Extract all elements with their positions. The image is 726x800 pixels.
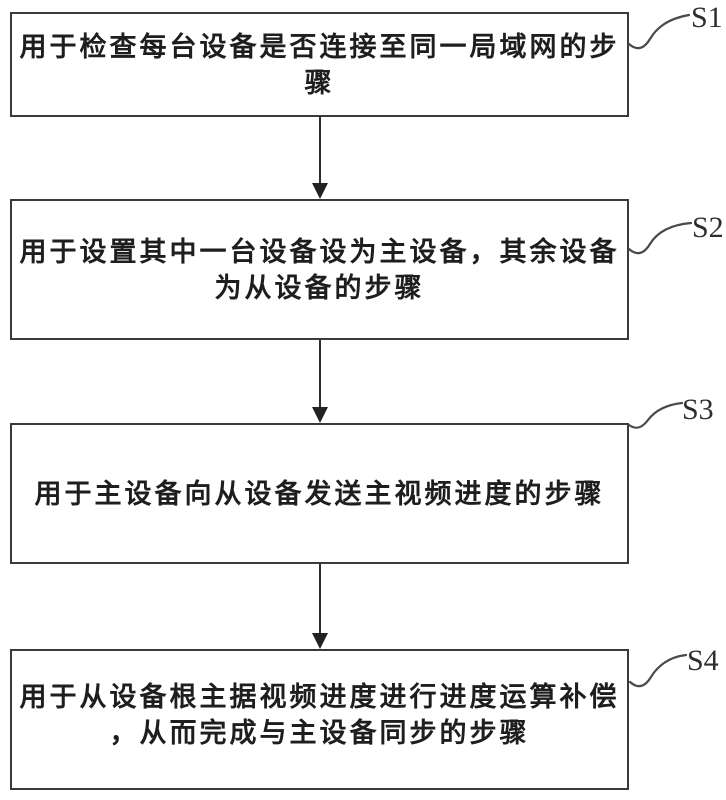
flow-arrow-2 xyxy=(312,340,328,423)
step-box-s3: 用于主设备向从设备发送主视频进度的步骤 xyxy=(10,423,629,564)
ref-label-s1: S1 xyxy=(691,1,723,34)
ref-connector-s4 xyxy=(628,653,688,688)
step-s3-line-1: 用于主设备向从设备发送主视频进度的步骤 xyxy=(34,478,605,509)
ref-connector-s1 xyxy=(627,13,691,50)
step-s2-line-1: 用于设置其中一台设备设为主设备，其余设备 xyxy=(19,236,620,267)
arrow-shaft xyxy=(319,117,321,183)
flow-arrow-1 xyxy=(312,117,328,199)
arrow-shaft xyxy=(319,340,321,407)
step-box-s4: 用于从设备根主据视频进度进行进度运算补偿 ，从而完成与主设备同步的步骤 xyxy=(10,649,629,790)
ref-label-s4: S4 xyxy=(687,644,719,677)
step-s1-line-2: 骤 xyxy=(304,67,335,98)
step-s4-line-1: 用于从设备根主据视频进度进行进度运算补偿 xyxy=(19,681,620,712)
step-box-s2: 用于设置其中一台设备设为主设备，其余设备 为从设备的步骤 xyxy=(10,199,629,340)
arrow-shaft xyxy=(319,564,321,633)
step-s4-line-2: ，从而完成与主设备同步的步骤 xyxy=(109,717,530,748)
ref-label-s2: S2 xyxy=(692,211,724,244)
ref-connector-s2 xyxy=(627,221,693,255)
ref-label-s3: S3 xyxy=(682,393,714,426)
arrowhead-icon xyxy=(312,633,328,649)
step-box-s1: 用于检查每台设备是否连接至同一局域网的步 骤 xyxy=(10,12,629,117)
ref-connector-s3 xyxy=(627,401,684,429)
arrowhead-icon xyxy=(312,183,328,199)
step-s1-line-1: 用于检查每台设备是否连接至同一局域网的步 xyxy=(19,31,620,62)
step-s2-line-2: 为从设备的步骤 xyxy=(214,272,425,303)
flow-arrow-3 xyxy=(312,564,328,649)
arrowhead-icon xyxy=(312,407,328,423)
